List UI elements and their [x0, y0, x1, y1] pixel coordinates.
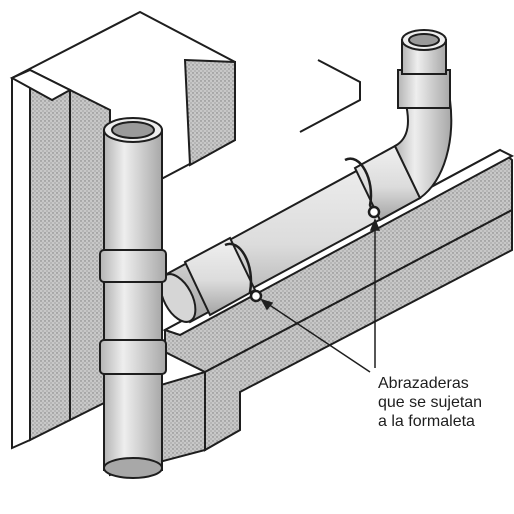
pipe-clamp-left — [224, 242, 263, 303]
callout-line-2: que se sujetan — [378, 394, 483, 411]
vertical-pipe — [103, 129, 163, 479]
pipe-clamp-right — [344, 157, 381, 219]
callout-line-3: a la formaleta — [378, 413, 475, 430]
vertical-pipe-coupling-lower — [99, 339, 167, 375]
formwork-column-left — [9, 68, 73, 450]
callout-line-1: Abrazaderas — [378, 375, 469, 392]
callout-leaders — [260, 217, 381, 373]
formwork-beam-top — [183, 58, 236, 167]
vertical-pipe-top — [103, 117, 163, 143]
vertical-pipe-coupling-upper — [99, 249, 167, 283]
callout-label: Abrazaderas que se sujetan a la formalet… — [378, 374, 512, 431]
pipe-riser-right — [397, 29, 451, 109]
